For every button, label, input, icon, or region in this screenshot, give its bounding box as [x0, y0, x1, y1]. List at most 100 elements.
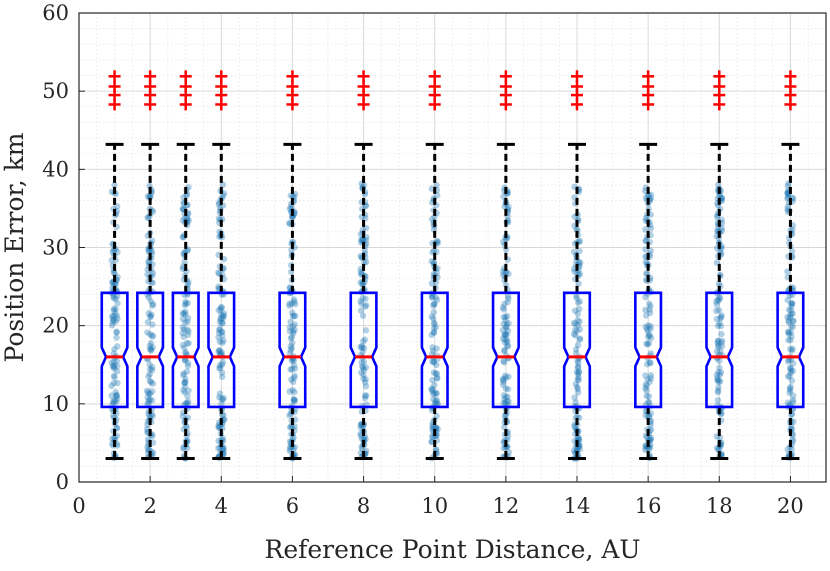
data-point — [361, 392, 369, 399]
data-point — [288, 333, 296, 341]
data-point — [289, 312, 296, 320]
data-point — [788, 248, 796, 255]
data-point — [429, 376, 436, 384]
data-point — [430, 329, 438, 336]
data-point — [787, 312, 794, 319]
data-point — [179, 329, 186, 337]
data-point — [148, 366, 156, 374]
data-point — [182, 300, 189, 307]
data-point — [182, 319, 189, 326]
data-point — [184, 331, 192, 339]
data-point — [788, 347, 795, 354]
data-point — [502, 323, 510, 330]
data-point — [218, 361, 226, 368]
data-point — [145, 294, 152, 301]
data-point — [575, 377, 582, 384]
data-point — [431, 300, 438, 308]
data-point — [430, 302, 437, 309]
data-point — [359, 445, 366, 453]
data-point — [428, 385, 435, 392]
data-point — [504, 298, 511, 306]
data-point — [575, 373, 582, 381]
data-point — [361, 247, 368, 254]
data-point — [790, 317, 797, 325]
data-point — [362, 376, 369, 383]
data-point — [292, 312, 299, 319]
data-point — [216, 394, 223, 401]
data-point — [219, 319, 226, 327]
data-point — [181, 379, 188, 387]
data-point — [291, 388, 298, 396]
data-point — [713, 298, 720, 305]
data-point — [574, 269, 581, 277]
data-point — [112, 295, 119, 303]
x-tick-label: 2 — [143, 494, 156, 518]
data-point — [110, 312, 117, 320]
y-axis-title: Position Error, km — [0, 132, 29, 362]
data-point — [110, 269, 117, 276]
data-point — [786, 385, 793, 392]
data-point — [146, 345, 154, 353]
data-point — [714, 337, 722, 345]
data-point — [145, 214, 152, 222]
data-point — [146, 370, 153, 378]
data-point — [716, 371, 724, 379]
data-point — [184, 318, 191, 325]
data-point — [575, 280, 582, 287]
data-point — [219, 192, 227, 199]
data-point — [362, 258, 370, 266]
data-point — [108, 322, 116, 329]
data-point — [715, 384, 722, 391]
data-point — [114, 315, 121, 322]
x-tick-label: 4 — [215, 494, 228, 518]
data-point — [502, 385, 510, 392]
data-point — [503, 338, 511, 346]
data-point — [112, 318, 119, 325]
data-point — [291, 365, 299, 372]
data-point — [715, 337, 722, 345]
data-point — [501, 346, 508, 354]
data-point — [788, 333, 795, 340]
data-point — [286, 300, 293, 308]
data-point — [643, 392, 650, 400]
data-point — [113, 391, 120, 399]
y-tick-label: 0 — [56, 470, 69, 494]
data-point — [216, 346, 223, 354]
data-point — [501, 424, 508, 431]
data-point — [109, 316, 117, 323]
data-point — [432, 370, 439, 377]
data-point — [501, 412, 509, 420]
data-point — [642, 293, 649, 301]
data-point — [647, 247, 654, 254]
data-point — [645, 340, 653, 347]
data-point — [145, 373, 152, 380]
data-point — [180, 386, 187, 394]
data-point — [110, 358, 118, 365]
data-point — [149, 388, 156, 395]
data-point — [182, 298, 189, 305]
data-point — [149, 380, 157, 387]
data-point — [428, 294, 436, 301]
data-point — [576, 247, 583, 255]
data-point — [362, 383, 370, 390]
data-point — [111, 346, 118, 353]
data-point — [430, 369, 438, 376]
x-tick-label: 6 — [286, 494, 299, 518]
data-point — [500, 357, 507, 365]
data-point — [787, 306, 795, 314]
data-point — [143, 387, 151, 394]
data-point — [574, 383, 581, 391]
data-point — [718, 330, 725, 338]
x-axis-title: Reference Point Distance, AU — [265, 535, 641, 564]
data-point — [184, 300, 191, 307]
data-point — [642, 323, 649, 331]
data-point — [216, 325, 224, 332]
data-point — [358, 344, 366, 352]
data-point — [430, 329, 437, 336]
data-point — [502, 317, 509, 324]
data-point — [361, 336, 369, 343]
data-point — [287, 445, 294, 453]
data-point — [184, 398, 192, 405]
data-point — [183, 339, 191, 347]
